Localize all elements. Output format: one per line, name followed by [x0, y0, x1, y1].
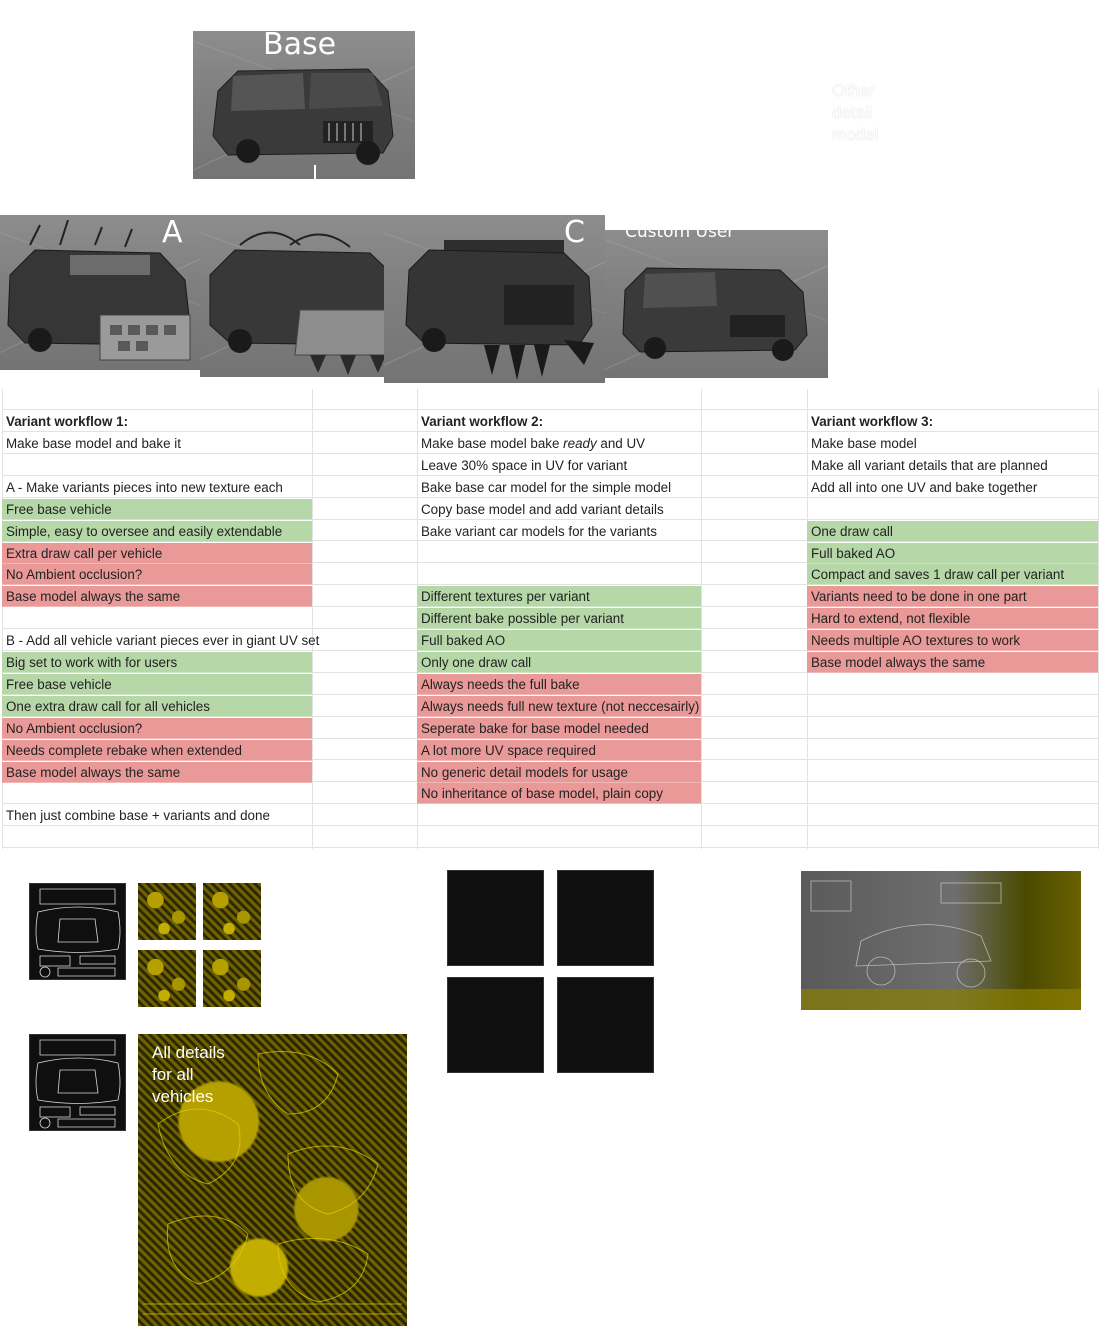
variant-a-viewport: A [0, 215, 200, 370]
grid-line [701, 389, 702, 849]
grid-line [1098, 389, 1099, 849]
base-label: Base [263, 31, 337, 62]
grid-row-line [2, 477, 1098, 498]
workflow-1-row-5: Simple, easy to oversee and easily exten… [2, 520, 312, 542]
workflow-2-row-15: A lot more UV space required [417, 739, 701, 761]
workflow-1-row-13: One extra draw call for all vehicles [2, 695, 312, 717]
workflow-3-row-5: One draw call [807, 520, 1098, 542]
workflow-1-row-9 [2, 608, 312, 629]
workflow-2-row-5: Bake variant car models for the variants [421, 523, 657, 539]
grid-row-line [2, 805, 1098, 827]
workflow-1-row-3: A - Make variants pieces into new textur… [6, 479, 283, 495]
workflow-1-row-18: Then just combine base + variants and do… [6, 808, 270, 824]
base-viewport: Base [193, 31, 415, 179]
workflow-2-row-6 [417, 543, 701, 564]
workflow-2-row-3: Bake base car model for the simple model [421, 479, 672, 495]
variant-uv-texture-3 [138, 950, 196, 1007]
workflow-3-row-1: Make base model [811, 436, 917, 451]
workflow-2-row-11: Only one draw call [417, 652, 701, 673]
grid-row-line [2, 433, 1098, 454]
workflow-1-header: Variant workflow 1: [6, 414, 129, 429]
other-detail-model-label: Other detail model [832, 81, 879, 144]
workflow-3-row-2: Make all variant details that are planne… [811, 457, 1048, 473]
variant-c-car-model [405, 240, 594, 380]
grid-row-line [2, 542, 1098, 564]
connector-line [314, 165, 316, 179]
workflow-2-row-9: Different bake possible per variant [417, 608, 701, 630]
variant-uv-texture-1 [138, 883, 196, 940]
base-uv-wireframe [35, 1039, 121, 1129]
workflow-2-row-17: No inheritance of base model, plain copy [417, 783, 701, 805]
workflow-1-row-12: Free base vehicle [2, 673, 312, 695]
workflow-2-row-8: Different textures per variant [417, 586, 701, 608]
workflow-1-row-7: No Ambient occlusion? [2, 564, 312, 586]
workflow-2-row-16: No generic detail models for usage [417, 761, 701, 783]
grid-line [312, 389, 313, 849]
grid-row-line [2, 827, 1098, 848]
combined-uv-texture-2 [557, 870, 654, 966]
workflow-1-row-6: Extra draw call per vehicle [2, 542, 312, 564]
grid-row-line [2, 564, 1098, 586]
workflow-3-row-8: Variants need to be done in one part [807, 586, 1098, 608]
workflow-1-row-1: Make base model and bake it [6, 436, 181, 451]
workflow-3-row-3: Add all into one UV and bake together [811, 479, 1038, 495]
giant-detail-uv-texture: All details for all vehicles [138, 1034, 407, 1326]
all-details-label: All details for all vehicles [152, 1043, 225, 1106]
workflow-1-row-2 [2, 455, 312, 476]
workflow-1-row-11: Big set to work with for users [2, 652, 312, 673]
workflow-2-row-4: Copy base model and add variant details [421, 501, 664, 517]
variant-workflow-sheet: Variant workflow 1: Make base model and … [2, 389, 1099, 849]
workflow-2-row-13: Always needs full new texture (not necce… [417, 695, 701, 717]
all-in-one-uv-texture [801, 871, 1081, 1010]
grid-line [2, 389, 3, 849]
workflow-1-row-15: Needs complete rebake when extended [2, 739, 312, 761]
workflow-2-row-7 [417, 564, 701, 585]
workflow-3-row-10: Needs multiple AO textures to work [807, 630, 1098, 652]
variant-a-label: A [162, 215, 183, 250]
workflow-2-row-12: Always needs the full bake [417, 673, 701, 695]
workflow-3-row-11: Base model always the same [807, 652, 1098, 673]
workflow-1-row-4: Free base vehicle [2, 498, 312, 520]
base-uv-texture [29, 1034, 126, 1131]
variant-a-car-model [7, 219, 191, 361]
custom-user-viewport: Custom User [605, 230, 828, 378]
base-uv-wireframe [35, 888, 121, 978]
combined-uv-texture-3 [447, 977, 544, 1073]
variant-b-car-model [209, 231, 401, 375]
workflow-2-row-14: Seperate bake for base model needed [417, 717, 701, 739]
workflow-3-row-9: Hard to extend, not flexible [807, 608, 1098, 630]
grid-row-line [2, 499, 1098, 520]
workflow-2-row-2: Leave 30% space in UV for variant [421, 457, 628, 473]
workflow-1-row-17 [2, 783, 312, 804]
grid-row-line [2, 411, 1098, 432]
all-in-one-uv-wireframe [801, 880, 1081, 1010]
workflow-1-row-16: Base model always the same [2, 761, 312, 783]
variant-uv-texture-2 [203, 883, 261, 940]
detail-wireframe-overlay [143, 1051, 402, 1315]
variant-c-label: C [564, 215, 585, 250]
custom-user-label: Custom User [625, 230, 735, 242]
workflow-1-row-8: Base model always the same [2, 586, 312, 608]
grid-row-line [2, 520, 1098, 542]
workflow-1-row-14: No Ambient occlusion? [2, 717, 312, 739]
workflow-3-header: Variant workflow 3: [811, 414, 934, 429]
workflow-2-row-1: Make base model bake ready and UV [421, 436, 646, 451]
workflow-2-row-10: Full baked AO [417, 630, 701, 652]
workflow-1-row-10: B - Add all vehicle variant pieces ever … [6, 633, 320, 649]
grid-row-line [2, 389, 1098, 410]
variant-b-viewport: B [200, 215, 412, 377]
grid-row-line [2, 455, 1098, 476]
workflow-3-row-4 [807, 499, 1098, 520]
workflow-2-header: Variant workflow 2: [421, 414, 544, 429]
base-uv-texture [29, 883, 126, 980]
combined-uv-texture-1 [447, 870, 544, 966]
variant-uv-texture-4 [203, 950, 261, 1007]
custom-user-car-model [622, 267, 808, 361]
combined-uv-texture-4 [557, 977, 654, 1073]
variant-c-viewport: C [384, 215, 605, 383]
workflow-3-row-7: Compact and saves 1 draw call per varian… [807, 564, 1098, 586]
workflow-3-row-6: Full baked AO [807, 542, 1098, 564]
base-car-model [212, 68, 394, 165]
